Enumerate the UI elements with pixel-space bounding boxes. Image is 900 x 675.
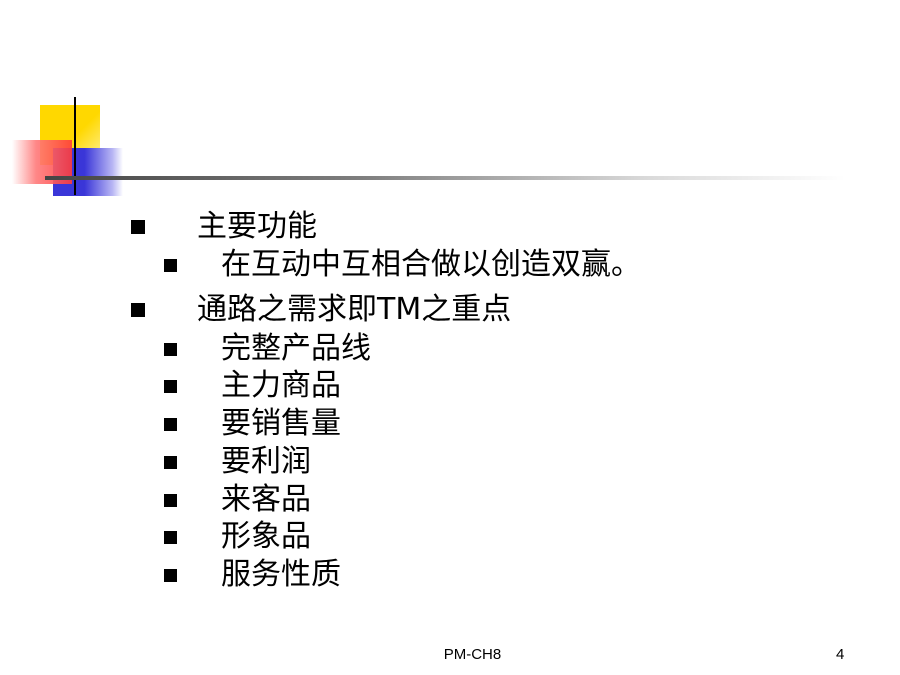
sub-bullet-text: 要利润: [221, 444, 311, 479]
sub-bullet-text: 完整产品线: [221, 331, 371, 366]
bullet-item: 通路之需求即TM之重点: [131, 292, 511, 328]
sub-bullet-item: 形象品: [164, 519, 311, 555]
sub-bullet-item: 主力商品: [164, 368, 341, 404]
bullet-item: 主要功能: [131, 209, 317, 245]
square-bullet-icon: [164, 568, 177, 582]
square-bullet-icon: [164, 530, 177, 544]
page-number: 4: [836, 646, 845, 663]
sub-bullet-text: 形象品: [221, 519, 311, 554]
square-bullet-icon: [164, 493, 177, 507]
sub-bullet-item: 完整产品线: [164, 331, 371, 367]
bullet-text: 主要功能: [197, 209, 317, 244]
sub-bullet-item: 要利润: [164, 444, 311, 480]
sub-bullet-text: 来客品: [221, 482, 311, 517]
square-bullet-icon: [164, 342, 177, 356]
sub-bullet-text: 要销售量: [221, 406, 341, 441]
square-bullet-icon: [164, 455, 177, 469]
sub-bullet-item: 要销售量: [164, 406, 341, 442]
decor-vertical-line: [74, 97, 76, 195]
square-bullet-icon: [164, 258, 177, 272]
sub-bullet-item: 服务性质: [164, 557, 341, 593]
square-bullet-icon: [164, 379, 177, 393]
sub-bullet-text: 主力商品: [221, 368, 341, 403]
sub-bullet-item: 在互动中互相合做以创造双赢。: [164, 247, 641, 283]
bullet-text: 通路之需求即TM之重点: [197, 292, 512, 327]
title-divider-line: [45, 176, 845, 180]
square-bullet-icon: [164, 417, 177, 431]
sub-bullet-text: 服务性质: [221, 557, 341, 592]
sub-bullet-item: 来客品: [164, 482, 311, 518]
slide-footer: PM-CH8: [443, 646, 502, 663]
square-bullet-icon: [131, 303, 145, 317]
sub-bullet-text: 在互动中互相合做以创造双赢。: [221, 247, 641, 282]
square-bullet-icon: [131, 220, 145, 234]
